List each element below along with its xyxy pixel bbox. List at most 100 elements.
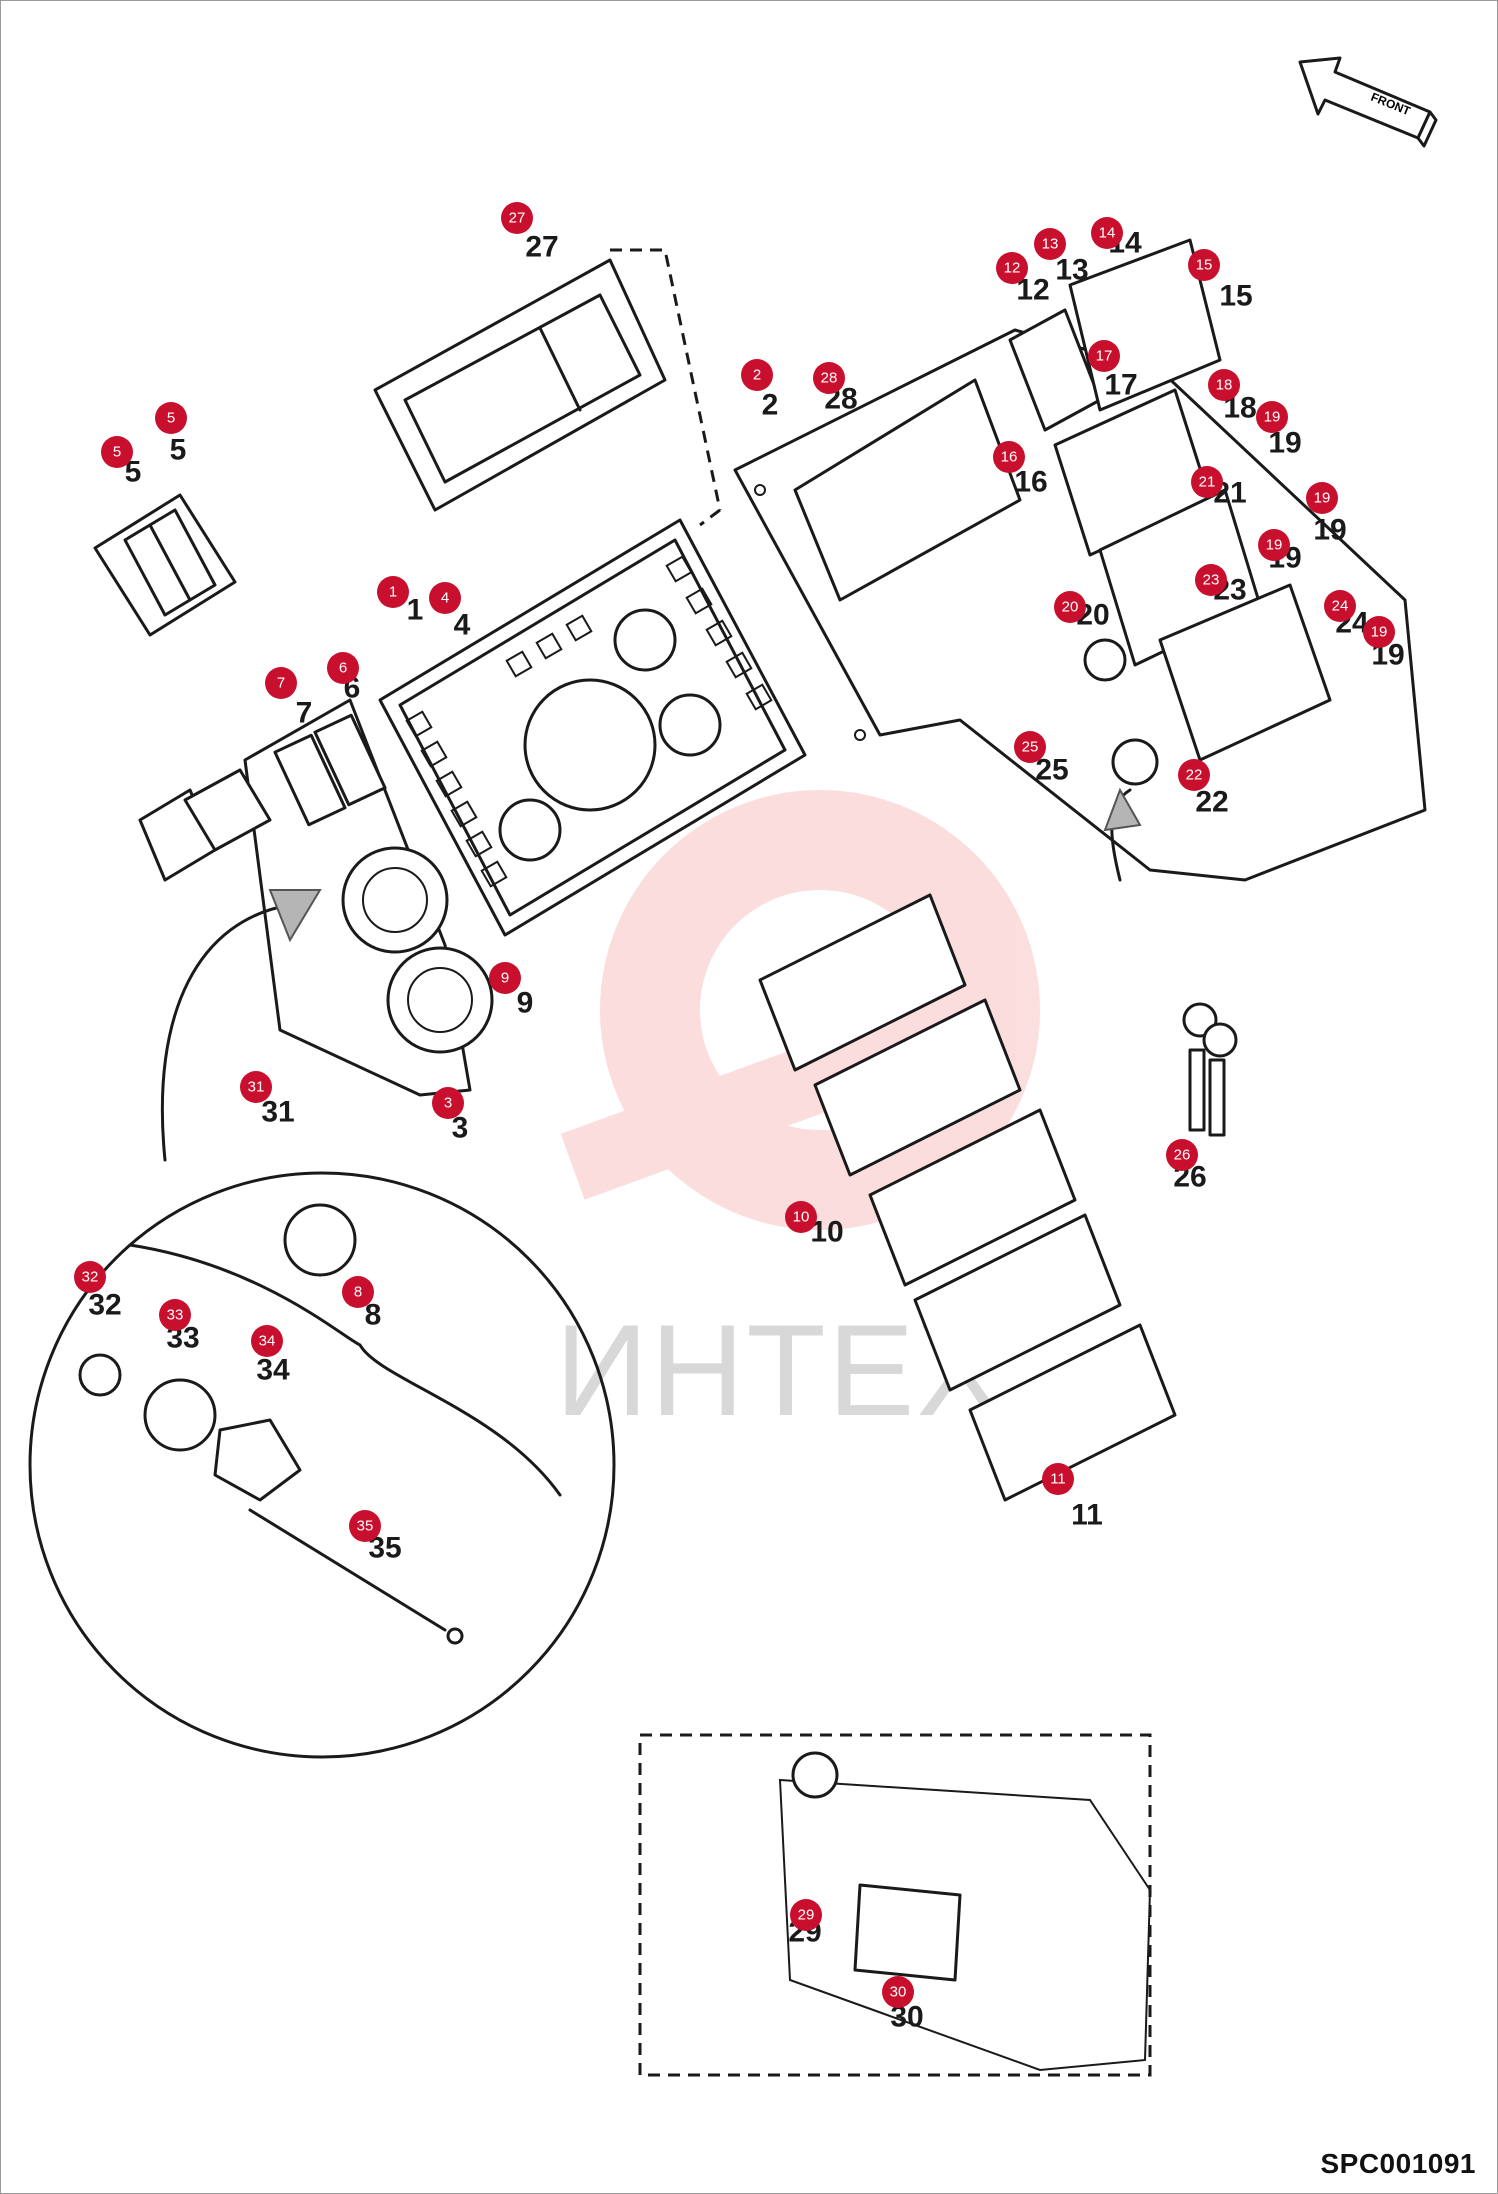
callout-17[interactable]: 17 bbox=[1088, 340, 1120, 372]
callout-marker-10 bbox=[785, 1201, 817, 1233]
callout-25[interactable]: 25 bbox=[1014, 731, 1046, 763]
part-3-side-housing bbox=[138, 698, 494, 1097]
document-code: SPC001091 bbox=[1320, 2148, 1476, 2179]
callout-27[interactable]: 27 bbox=[501, 202, 533, 234]
callout-number-15: 15 bbox=[1196, 257, 1213, 274]
callout-marker-6 bbox=[327, 652, 359, 684]
part-27-display-unit bbox=[373, 248, 722, 527]
callout-24[interactable]: 24 bbox=[1324, 590, 1356, 622]
callout-number-3: 3 bbox=[444, 1095, 452, 1112]
callout-14[interactable]: 14 bbox=[1091, 217, 1123, 249]
part-label-22: 22 bbox=[1195, 786, 1228, 819]
callout-number-22: 22 bbox=[1186, 767, 1203, 784]
detail-box-29-30 bbox=[638, 1733, 1152, 2077]
callout-marker-30 bbox=[882, 1976, 914, 2008]
callout-number-7: 7 bbox=[277, 675, 285, 692]
callout-8[interactable]: 8 bbox=[342, 1276, 374, 1308]
callout-marker-28 bbox=[813, 362, 845, 394]
callout-32[interactable]: 32 bbox=[74, 1261, 106, 1293]
callout-number-29: 29 bbox=[798, 1907, 815, 1924]
callout-5a[interactable]: 5 bbox=[101, 436, 133, 468]
callout-number-20: 20 bbox=[1062, 599, 1079, 616]
callout-number-35: 35 bbox=[357, 1518, 374, 1535]
callout-19c[interactable]: 19 bbox=[1258, 529, 1290, 561]
callout-19d[interactable]: 19 bbox=[1363, 616, 1395, 648]
callout-19b[interactable]: 19 bbox=[1306, 482, 1338, 514]
part-label-4: 4 bbox=[454, 609, 471, 642]
part-label-5a: 5 bbox=[125, 456, 142, 489]
callout-19a[interactable]: 19 bbox=[1256, 401, 1288, 433]
callout-1[interactable]: 1 bbox=[377, 576, 409, 608]
callout-marker-7 bbox=[265, 667, 297, 699]
callout-15[interactable]: 15 bbox=[1188, 249, 1220, 281]
callout-34[interactable]: 34 bbox=[251, 1325, 283, 1357]
callout-number-18: 18 bbox=[1216, 377, 1233, 394]
callout-marker-35 bbox=[349, 1510, 381, 1542]
callout-22[interactable]: 22 bbox=[1178, 759, 1210, 791]
part-26-keys bbox=[1182, 1002, 1238, 1137]
callout-marker-22 bbox=[1178, 759, 1210, 791]
callout-marker-26 bbox=[1166, 1139, 1198, 1171]
callout-7[interactable]: 7 bbox=[265, 667, 297, 699]
callout-number-34: 34 bbox=[259, 1333, 276, 1350]
callout-number-19c: 19 bbox=[1266, 537, 1283, 554]
callout-12[interactable]: 12 bbox=[996, 252, 1028, 284]
callout-21[interactable]: 21 bbox=[1191, 466, 1223, 498]
callout-33[interactable]: 33 bbox=[159, 1299, 191, 1331]
callout-20[interactable]: 20 bbox=[1054, 591, 1086, 623]
callout-marker-15 bbox=[1188, 249, 1220, 281]
part-10-11-switch-banks bbox=[758, 893, 1177, 1502]
part-label-32: 32 bbox=[88, 1289, 121, 1322]
callout-marker-34 bbox=[251, 1325, 283, 1357]
callout-26[interactable]: 26 bbox=[1166, 1139, 1198, 1171]
callout-2[interactable]: 2 bbox=[741, 359, 773, 391]
callout-number-11: 11 bbox=[1050, 1471, 1066, 1488]
callout-number-19b: 19 bbox=[1314, 490, 1331, 507]
callout-6[interactable]: 6 bbox=[327, 652, 359, 684]
callout-marker-18 bbox=[1208, 369, 1240, 401]
callout-number-31: 31 bbox=[248, 1079, 265, 1096]
part-label-7: 7 bbox=[296, 697, 313, 730]
callout-number-14: 14 bbox=[1099, 225, 1116, 242]
callout-29[interactable]: 29 bbox=[790, 1899, 822, 1931]
callout-marker-19d bbox=[1363, 616, 1395, 648]
callout-18[interactable]: 18 bbox=[1208, 369, 1240, 401]
callout-marker-3 bbox=[432, 1087, 464, 1119]
callout-23[interactable]: 23 bbox=[1195, 564, 1227, 596]
callout-marker-13 bbox=[1034, 228, 1066, 260]
callout-31[interactable]: 31 bbox=[240, 1071, 272, 1103]
callout-marker-5b bbox=[155, 402, 187, 434]
callout-marker-33 bbox=[159, 1299, 191, 1331]
callout-16[interactable]: 16 bbox=[993, 441, 1025, 473]
callout-number-5b: 5 bbox=[167, 410, 175, 427]
callout-35[interactable]: 35 bbox=[349, 1510, 381, 1542]
part-label-15: 15 bbox=[1219, 280, 1252, 313]
callout-5b[interactable]: 5 bbox=[155, 402, 187, 434]
callout-marker-29 bbox=[790, 1899, 822, 1931]
part-label-11: 11 bbox=[1071, 1499, 1103, 1532]
callout-number-33: 33 bbox=[167, 1307, 184, 1324]
callout-4[interactable]: 4 bbox=[429, 582, 461, 614]
callout-number-12: 12 bbox=[1004, 260, 1021, 277]
callout-number-6: 6 bbox=[339, 660, 347, 677]
callout-number-32: 32 bbox=[82, 1269, 99, 1286]
callout-number-26: 26 bbox=[1174, 1147, 1191, 1164]
callout-28[interactable]: 28 bbox=[813, 362, 845, 394]
callout-number-10: 10 bbox=[793, 1209, 810, 1226]
part-label-17: 17 bbox=[1104, 369, 1137, 402]
callout-number-17: 17 bbox=[1096, 348, 1113, 365]
callout-30[interactable]: 30 bbox=[882, 1976, 914, 2008]
part-number-labels: 1234556789101112131415161718191919192021… bbox=[88, 227, 1404, 2034]
callout-10[interactable]: 10 bbox=[785, 1201, 817, 1233]
switch-clusters-12-24 bbox=[1008, 238, 1332, 882]
callout-11[interactable]: 11 bbox=[1042, 1463, 1074, 1495]
callout-3[interactable]: 3 bbox=[432, 1087, 464, 1119]
callout-number-25: 25 bbox=[1022, 739, 1039, 756]
callout-9[interactable]: 9 bbox=[489, 962, 521, 994]
callout-marker-11 bbox=[1042, 1463, 1074, 1495]
callout-marker-32 bbox=[74, 1261, 106, 1293]
callout-marker-25 bbox=[1014, 731, 1046, 763]
callout-13[interactable]: 13 bbox=[1034, 228, 1066, 260]
callout-marker-16 bbox=[993, 441, 1025, 473]
